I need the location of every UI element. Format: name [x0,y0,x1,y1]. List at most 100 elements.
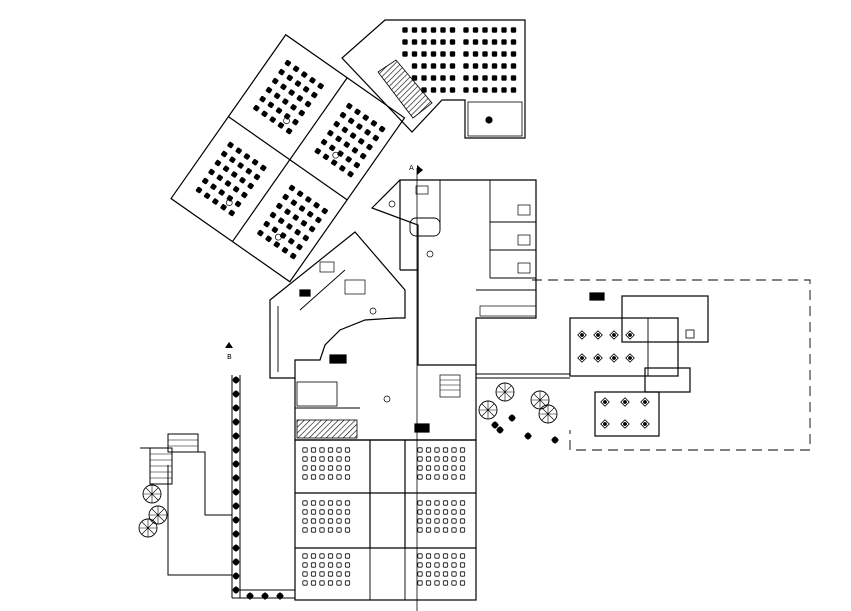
chair-icon [451,447,457,453]
chair-icon [344,562,351,568]
shrub-icon [231,389,241,399]
chair-icon [363,128,372,137]
chair-icon [265,86,273,95]
chair-icon [430,74,437,82]
shrub-icon [231,459,241,469]
chair-icon [293,228,302,237]
chair-icon [351,146,359,155]
chair-icon [310,553,317,559]
desk-icon [625,353,635,363]
chair-icon [228,155,237,164]
desk-icon [640,419,650,429]
chair-icon [344,447,351,453]
chair-icon [244,167,253,176]
chair-icon [215,173,224,182]
chair-icon [319,580,325,586]
chair-icon [442,562,449,568]
chair-icon [501,27,507,34]
chair-icon [230,170,239,179]
chair-icon [336,447,342,453]
chair-icon [283,59,292,68]
chair-icon [262,220,271,229]
chair-icon [287,88,296,97]
chair-icon [336,465,342,471]
chair-icon [256,229,265,238]
chair-icon [327,562,334,568]
chair-icon [353,107,362,116]
chair-icon [378,125,387,133]
chair-icon [304,100,312,108]
chair-icon [361,113,370,122]
chair-icon [442,500,449,506]
chair-icon [347,116,356,125]
section-marker-b-label: B [227,353,232,361]
shrub-icon [550,435,560,445]
chair-icon [411,38,418,46]
tree-icon [530,390,550,410]
tree-icon [142,484,162,504]
chair-icon [451,500,457,506]
chair-icon [459,447,466,453]
desk-icon [609,353,619,363]
shrub-icon [275,591,285,601]
chair-icon [357,137,366,146]
chair-icon [299,219,308,228]
chair-icon [425,527,432,533]
chair-icon [277,216,286,225]
chair-icon [417,518,423,524]
chair-icon [425,553,432,559]
chair-icon [451,527,457,533]
chair-icon [359,152,368,161]
chair-icon [417,447,423,453]
chair-icon [238,176,247,185]
chair-icon [319,509,325,515]
chair-icon [203,191,212,200]
chair-icon [451,562,457,568]
chair-icon [310,456,317,462]
chair-icon [421,50,427,58]
chair-icon [430,50,437,58]
chair-icon [295,94,304,103]
chair-icon [434,562,440,568]
chair-icon [459,500,466,506]
chair-icon [336,553,342,559]
chair-icon [334,134,343,143]
chair-icon [434,553,440,559]
chair-icon [482,86,488,94]
chair-icon [451,465,457,471]
chair-icon [344,456,351,462]
chair-icon [451,580,457,586]
chair-icon [332,120,341,129]
desk-icon [600,397,610,407]
chair-icon [434,571,440,577]
chair-icon [434,500,440,506]
chair-icon [344,509,351,515]
chair-icon [355,122,364,131]
chair-icon [319,527,325,533]
shrub-icon [523,431,533,441]
chair-icon [421,74,427,82]
chair-icon [425,500,432,506]
chair-icon [463,27,469,34]
chair-icon [434,518,440,524]
chair-icon [411,27,418,34]
section-arrow-icon [225,342,233,348]
chair-icon [289,252,298,260]
chair-icon [459,580,466,586]
chair-icon [482,62,488,70]
chair-icon [240,191,249,199]
chair-icon [510,38,517,46]
chair-icon [339,111,347,120]
chair-icon [310,509,317,515]
chair-icon [425,571,432,577]
shrub-icon [231,543,241,553]
chair-icon [346,170,355,179]
chair-icon [459,553,466,559]
chair-icon [463,86,469,94]
chair-icon [510,27,517,34]
chair-icon [304,195,313,204]
chair-icon [344,580,351,586]
chair-icon [328,143,337,152]
chair-icon [336,571,342,577]
chair-icon [302,553,308,559]
